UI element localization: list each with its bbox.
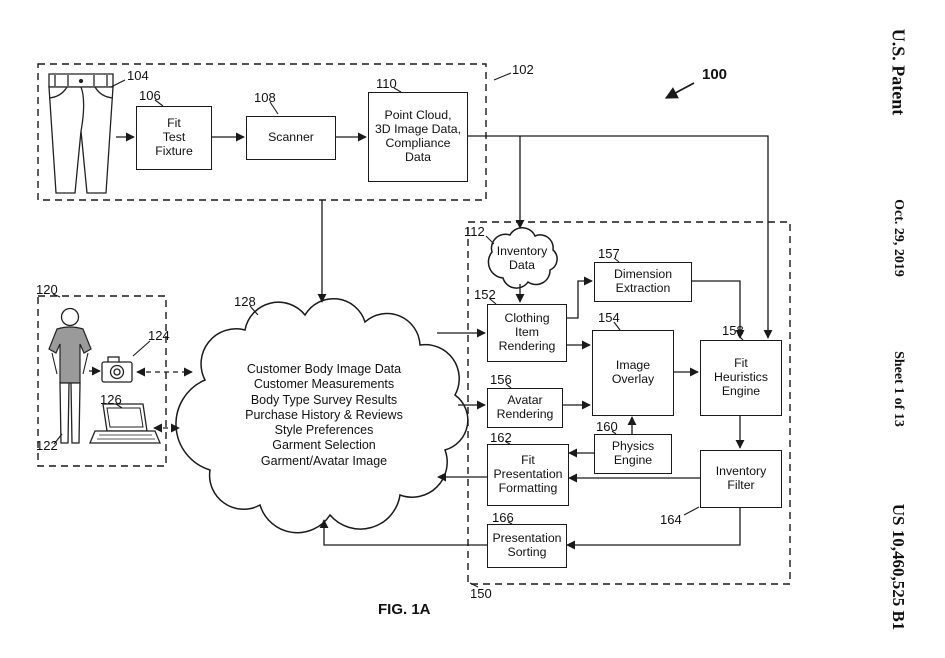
physics-engine-box: Physics Engine [594,434,672,474]
figure-caption: FIG. 1A [378,601,431,618]
camera-icon [101,356,133,383]
person-drawing [48,307,92,444]
ref-128: 128 [234,294,256,309]
arrow-dimension-extraction-to-fit-heuristics [690,280,745,339]
margin-pubnum: US 10,460,525 B1 [889,503,908,631]
system-ref-arrow [664,82,695,99]
arrow-presentation-sorting-to-cloud [319,519,487,546]
ref-106: 106 [139,88,161,103]
ref-154: 154 [598,310,620,325]
presentation-sorting-box: Presentation Sorting [487,524,567,568]
ref-120: 120 [36,282,58,297]
margin-us-patent: U.S. Patent [888,28,909,116]
fit-heuristics-engine-label: Fit Heuristics Engine [714,356,768,398]
ref-112: 112 [464,224,485,239]
ref-124: 124 [148,328,170,343]
ref-157: 157 [598,246,620,261]
ref-126: 126 [100,392,122,407]
ref-166: 166 [492,510,514,525]
ref-160: 160 [596,419,618,434]
fit-test-fixture-box: Fit Test Fixture [136,106,212,170]
garment-scan-group-box [37,63,487,201]
processing-group-box [467,221,791,585]
flow-arrows [116,132,773,550]
arrow-pointcloud-to-fit-heuristics [466,135,773,339]
ref-162: 162 [490,430,512,445]
ref-152: 152 [474,287,496,302]
cloud-shapes [175,227,558,534]
fit-presentation-formatting-label: Fit Presentation Formatting [493,453,563,495]
image-overlay-label: Image Overlay [611,358,655,386]
fit-heuristics-engine-box: Fit Heuristics Engine [700,340,782,416]
ref-150: 150 [470,586,492,601]
ref-158: 158 [722,323,744,338]
ref-100: 100 [702,66,728,83]
point-cloud-box: Point Cloud, 3D Image Data, Compliance D… [368,92,468,182]
scanner-box: Scanner [246,116,336,160]
avatar-rendering-box: Avatar Rendering [487,388,563,428]
margin-date: Oct. 29, 2019 [891,199,906,277]
clothing-item-rendering-box: Clothing Item Rendering [487,304,567,362]
ref-104: 104 [127,68,149,83]
ref-110: 110 [376,76,397,91]
image-overlay-box: Image Overlay [592,330,674,416]
customer-data-cloud-text: Customer Body Image Data Customer Measur… [245,362,403,468]
clothing-item-rendering-label: Clothing Item Rendering [498,311,556,353]
ref-164: 164 [660,512,682,527]
physics-engine-label: Physics Engine [611,439,655,467]
inventory-filter-label: Inventory Filter [715,464,767,492]
inventory-filter-box: Inventory Filter [700,450,782,508]
avatar-rendering-label: Avatar Rendering [496,393,554,421]
margin-sheet: Sheet 1 of 13 [891,351,906,427]
customer-group-box [37,295,167,467]
inventory-data-cloud-text: Inventory Data [496,244,548,272]
point-cloud-label: Point Cloud, 3D Image Data, Compliance D… [374,108,462,164]
leader-ticks [52,72,744,588]
laptop-icon [89,403,161,444]
fit-presentation-formatting-box: Fit Presentation Formatting [487,444,569,506]
customer-data-cloud-shape [175,297,469,534]
dimension-extraction-box: Dimension Extraction [594,262,692,302]
pants-drawing [48,73,114,194]
presentation-sorting-label: Presentation Sorting [492,531,562,559]
scanner-label: Scanner [268,130,314,145]
ref-102: 102 [512,62,534,77]
ref-156: 156 [490,372,512,387]
ref-122: 122 [36,438,58,453]
ref-108: 108 [254,90,276,105]
dashed-arrows [89,366,193,433]
fit-test-fixture-label: Fit Test Fixture [155,116,193,158]
arrow-inventory-filter-to-presentation-sorting [566,506,741,550]
group-outlines [37,63,791,585]
arrow-clothing-rendering-to-dimension-extraction [565,276,593,319]
dimension-extraction-label: Dimension Extraction [613,267,673,295]
inventory-data-cloud-shape [487,227,558,289]
